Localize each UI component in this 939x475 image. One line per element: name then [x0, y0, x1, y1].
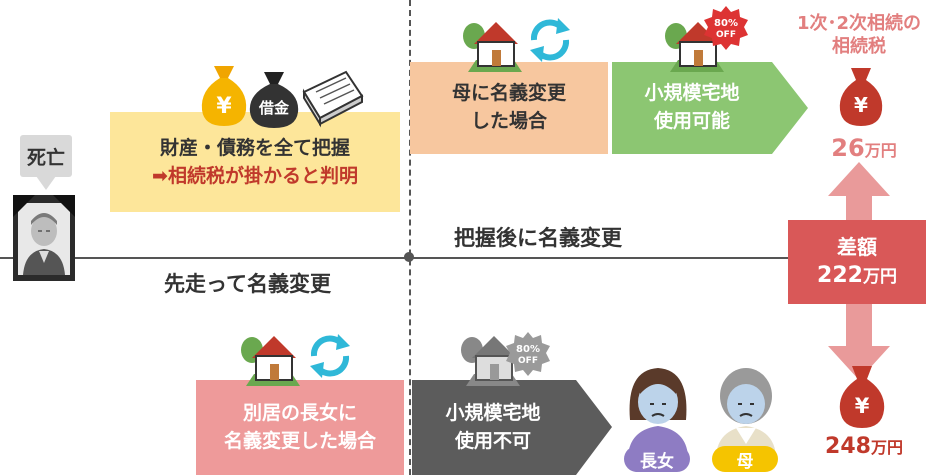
upper-recycle-icon — [530, 18, 570, 62]
upper-result-arrow-shape — [612, 62, 808, 154]
tax-upper-title-line1: 1次･2次相続の — [796, 12, 922, 34]
tax-upper-unit: 万円 — [864, 141, 897, 160]
lower-transfer-line1: 別居の長女に — [242, 401, 357, 424]
money-bag-yen-icon: ¥ — [201, 66, 247, 126]
tax-lower-money-bag-icon: ¥ — [839, 366, 885, 428]
loan-bag-text: 借金 — [258, 99, 290, 117]
lower-badge-line1: 80% — [516, 344, 540, 355]
person-label-mother-text: 母 — [736, 451, 754, 472]
assets-debts-box: 財産・債務を全て把握 ➡相続税が掛かると判明 — [110, 112, 400, 212]
tax-lower-amount: 248 — [825, 434, 871, 459]
tax-lower-amount-row: 248万円 — [808, 434, 920, 459]
lower-result-box: 小規模宅地 使用不可 — [412, 380, 574, 475]
lower-result-house-icon — [461, 336, 520, 386]
lower-badge-line2: OFF — [518, 356, 538, 366]
upper-transfer-box: 母に名義変更 した場合 — [410, 62, 608, 154]
upper-result-line1: 小規模宅地 — [644, 82, 740, 105]
eldest-daughter-avatar — [628, 368, 688, 456]
person-label-mother: 母 — [712, 446, 778, 472]
mother-avatar — [716, 368, 776, 456]
money-bag-loan-icon: 借金 — [249, 72, 299, 128]
tax-lower-unit: 万円 — [870, 438, 903, 457]
upper-discount-badge: 80% OFF — [704, 6, 748, 50]
timeline-upper-label: 把握後に名義変更 — [454, 226, 622, 250]
death-label-text: 死亡 — [26, 146, 65, 169]
difference-unit: 万円 — [862, 266, 897, 287]
lower-result-arrow-shape — [412, 380, 612, 475]
tax-upper-amount: 26 — [831, 134, 865, 162]
difference-amount-row: 222万円 — [817, 261, 897, 292]
difference-label: 差額 — [837, 234, 877, 259]
money-bag-yen-text: ¥ — [216, 94, 232, 119]
upper-transfer-line1: 母に名義変更 — [451, 82, 566, 105]
upper-house-icon — [463, 22, 522, 72]
memorial-portrait-icon — [13, 195, 75, 281]
lower-house-icon — [241, 336, 300, 386]
death-label-pointer — [36, 176, 56, 190]
timeline-dot — [404, 252, 414, 262]
divider-dashed-line — [409, 0, 411, 475]
upper-badge-line1: 80% — [714, 18, 738, 29]
lower-discount-badge: 80% OFF — [506, 332, 550, 376]
upper-result-line2: 使用可能 — [653, 110, 730, 132]
lower-result-line2: 使用不可 — [454, 429, 531, 452]
tax-upper-money-bag-icon: ¥ — [839, 68, 883, 126]
tax-lower-yen-text: ¥ — [855, 394, 870, 418]
tax-upper-title: 1次･2次相続の 相続税 — [784, 8, 934, 62]
documents-stack-icon — [302, 70, 364, 128]
death-label: 死亡 — [20, 135, 72, 177]
upper-transfer-line2: した場合 — [470, 110, 547, 132]
person-label-daughter-text: 長女 — [640, 451, 674, 472]
lower-result-line1: 小規模宅地 — [445, 401, 541, 424]
difference-box: 差額 222万円 — [788, 220, 926, 304]
assets-box-line1: 財産・債務を全て把握 — [159, 136, 350, 159]
person-label-daughter: 長女 — [624, 446, 690, 472]
lower-transfer-line2: 名義変更した場合 — [223, 429, 376, 452]
tax-upper-yen-text: ¥ — [854, 93, 868, 117]
upper-result-house-icon — [665, 22, 724, 72]
lower-transfer-box: 別居の長女に 名義変更した場合 — [196, 380, 404, 475]
timeline-lower-label: 先走って名義変更 — [164, 272, 331, 296]
assets-box-line2: ➡相続税が掛かると判明 — [152, 165, 358, 187]
difference-amount: 222 — [817, 262, 863, 288]
tax-upper-amount-row: 26万円 — [814, 134, 914, 162]
timeline-line — [0, 257, 800, 259]
upper-result-box: 小規模宅地 使用可能 — [612, 62, 772, 154]
tax-upper-title-line2: 相続税 — [832, 36, 886, 57]
upper-badge-line2: OFF — [716, 30, 736, 40]
lower-recycle-icon — [310, 334, 350, 378]
